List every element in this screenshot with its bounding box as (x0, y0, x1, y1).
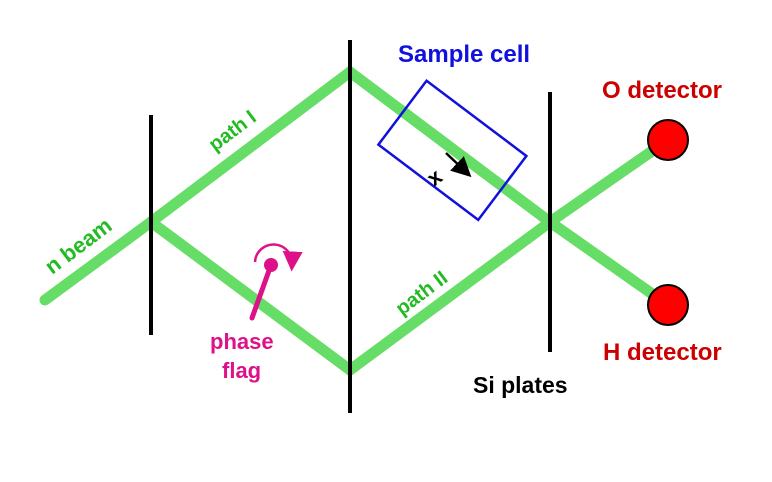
phase-flag-stick (249, 262, 274, 321)
phase-flag-rotation-arrow (253, 243, 303, 272)
sample-x-arrow (445, 152, 472, 178)
o-detector-label: O detector (602, 77, 722, 104)
phase-flag-label-line2: flag (222, 358, 261, 383)
neutron-beam-paths (39, 66, 674, 376)
sample-cell-box (376, 78, 529, 222)
sample-x-label: x (422, 163, 447, 191)
path-1-first-leg (145, 66, 356, 228)
si-plates-label: Si plates (473, 372, 568, 398)
beam-to-o-detector (544, 134, 674, 228)
sample-cell-label: Sample cell (398, 41, 530, 68)
phase-flag-label-line1: phase (210, 329, 274, 354)
sample-cell (376, 78, 529, 222)
detectors (647, 119, 689, 326)
phase-flag (249, 243, 303, 321)
si-plates (149, 40, 552, 413)
path-2-second-leg (344, 216, 556, 376)
o-detector-icon (647, 119, 689, 161)
path-2-first-leg (145, 216, 356, 376)
path-1-second-leg (344, 66, 556, 228)
h-detector-label: H detector (603, 339, 722, 366)
h-detector-icon (647, 284, 689, 326)
incoming-beam (39, 216, 157, 306)
phase-flag-pivot (264, 258, 278, 272)
beam-to-h-detector (544, 216, 674, 311)
